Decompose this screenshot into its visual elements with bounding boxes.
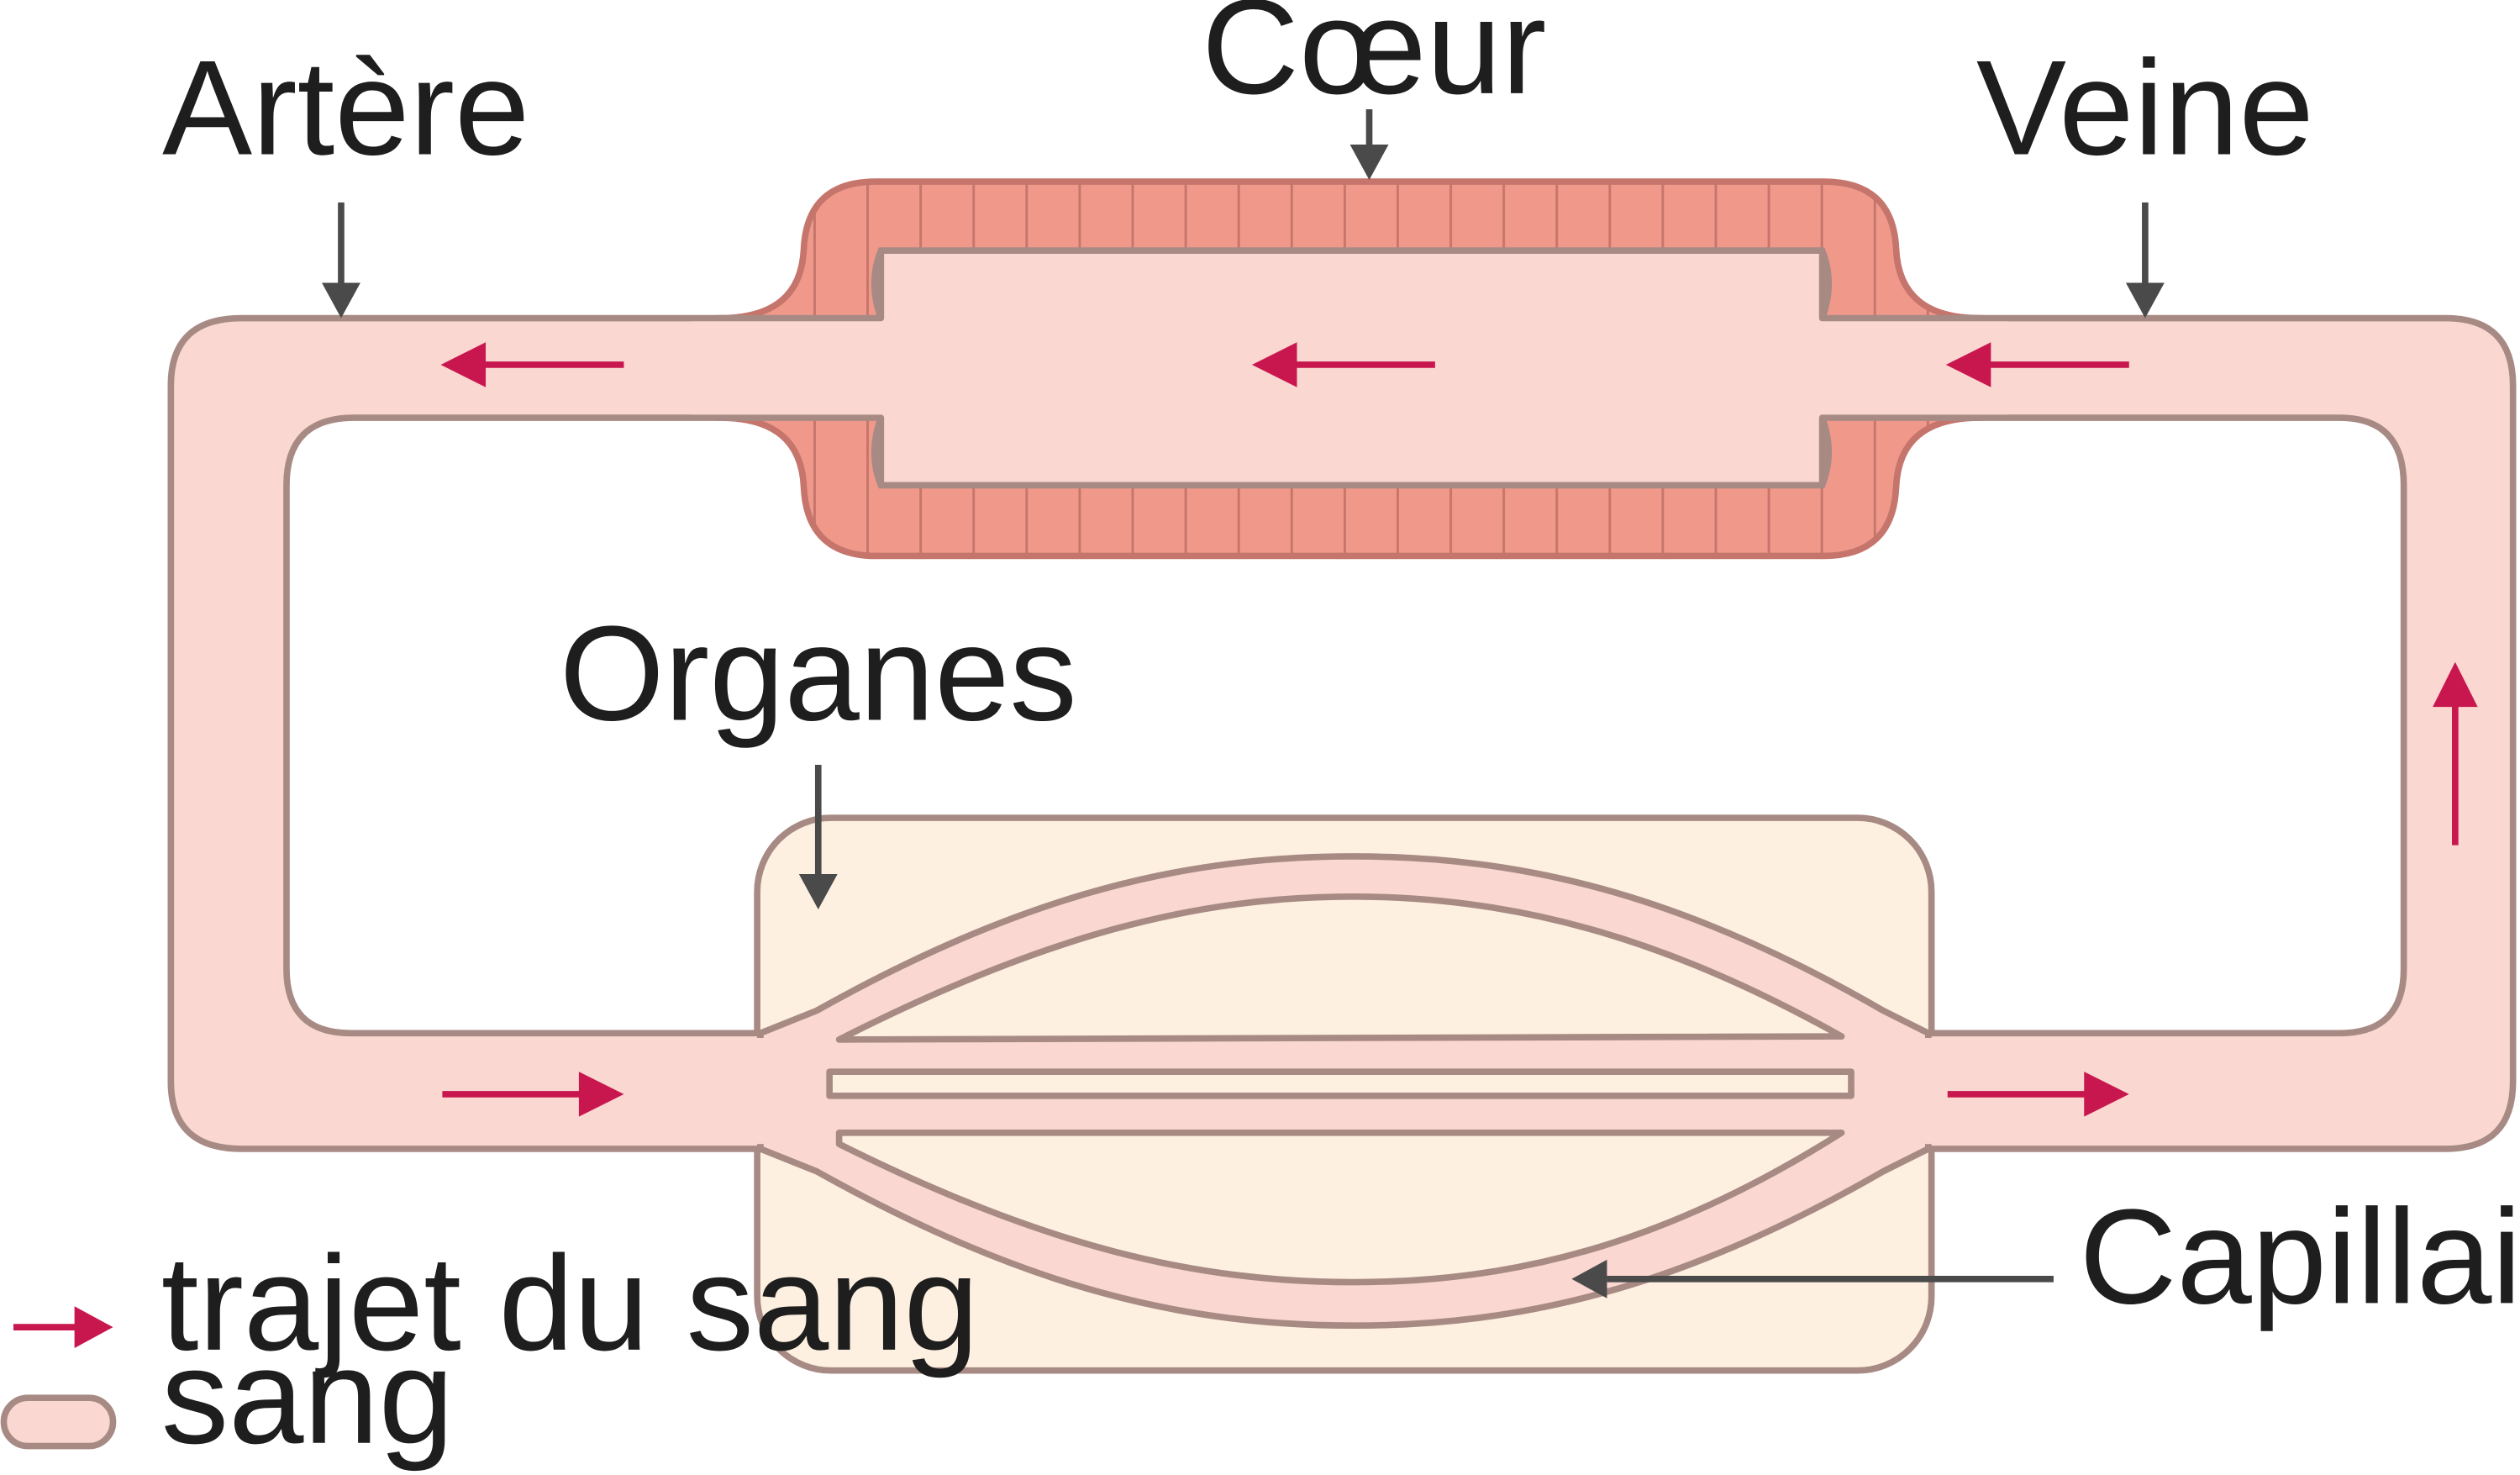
flow-arrow-bottom-right: [1947, 1072, 2129, 1117]
pointer-arrow-heart: [1349, 109, 1389, 181]
heart-label: Cœur: [1202, 0, 1546, 123]
artery-label: Artère: [162, 34, 529, 184]
flow-arrow-top-left: [440, 342, 624, 387]
flow-arrow-heart: [1251, 342, 1435, 387]
pointer-arrow-artery: [322, 202, 360, 319]
pointer-arrow-organs: [798, 765, 838, 910]
pointer-arrow-vein: [2125, 202, 2165, 319]
capillary-network: [757, 853, 1932, 1330]
flow-arrow-bottom-left: [442, 1072, 624, 1117]
heart-cavity-outline: [871, 247, 1833, 489]
capillary-join-left: [731, 1038, 767, 1145]
legend-blood-swatch-icon: [0, 1394, 117, 1450]
flow-arrow-right-up: [2433, 661, 2478, 845]
flow-arrows: [440, 342, 2478, 1117]
vein-label: Veine: [1976, 34, 2314, 184]
legend-flow-arrow-icon: [13, 1306, 113, 1348]
pointer-arrows: [322, 109, 2165, 1299]
legend: trajet du sang sang: [0, 1229, 979, 1472]
vessel-join-left: [691, 321, 901, 415]
pointer-arrow-capillary: [1571, 1259, 2054, 1299]
legend-flow-text: trajet du sang: [161, 1229, 979, 1379]
capillary-label: Capillaire: [2079, 1182, 2520, 1332]
blood-vessel-loop: [167, 247, 2517, 1152]
organs-label: Organes: [560, 598, 1077, 749]
legend-blood-text: sang: [161, 1322, 454, 1472]
flow-arrow-top-right: [1945, 342, 2129, 387]
